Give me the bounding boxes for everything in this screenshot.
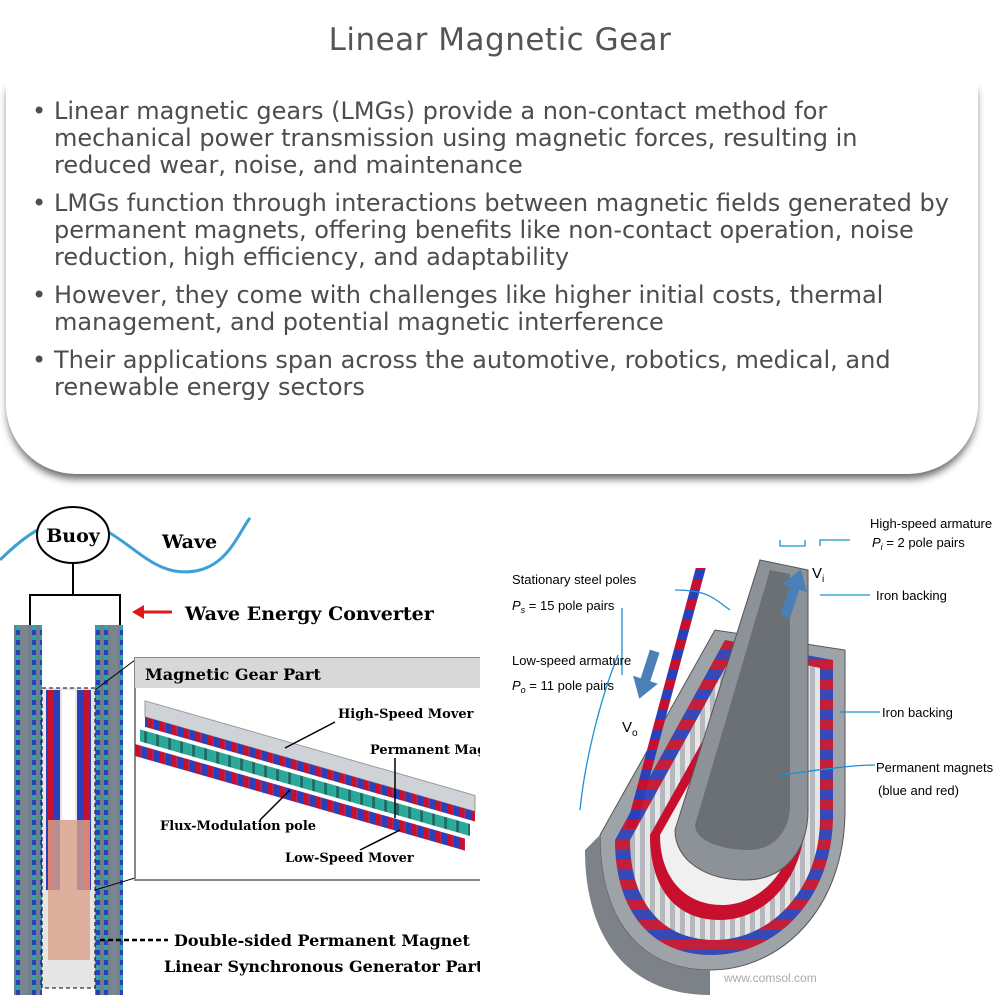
generator-label-line1: Double-sided Permanent Magnet [174,931,470,950]
high-speed-mover-label: High-Speed Mover [338,707,474,722]
high-speed-armature-label: High-speed armature [870,516,992,531]
magnetic-gear-part-label: Magnetic Gear Part [145,665,321,684]
low-speed-mover-label: Low-Speed Mover [285,851,414,866]
flux-modulation-pole-label: Flux-Modulation pole [160,819,316,834]
iron-backing-top-label: Iron backing [876,588,947,603]
permanent-magnet-label: Permanent Magnet [370,743,480,758]
low-speed-armature-label: Low-speed armature [512,653,631,668]
wave-energy-converter-figure: Buoy Wave Wave Energy Converter Magnetic… [0,506,480,995]
bullet-item: •Linear magnetic gears (LMGs) provide a … [30,98,960,179]
bullet-list: •Linear magnetic gears (LMGs) provide a … [30,98,960,412]
bullet-text: However, they come with challenges like … [54,281,884,336]
wave-energy-converter-label: Wave Energy Converter [184,603,435,625]
wave-label: Wave [161,531,217,553]
buoy-label: Buoy [46,525,101,547]
po-pole-pairs-label: Po = 11 pole pairs [512,678,614,695]
bullet-text: Linear magnetic gears (LMGs) provide a n… [54,97,858,179]
bullet-text: Their applications span across the autom… [54,346,891,401]
bullet-item: •Their applications span across the auto… [30,347,960,401]
iron-backing-mid-label: Iron backing [882,705,953,720]
stationary-steel-poles-label: Stationary steel poles [512,572,637,587]
page-title: Linear Magnetic Gear [328,22,672,58]
permanent-magnets-label: Permanent magnets [876,760,994,775]
vo-arrow [633,649,660,699]
source-credit: www.comsol.com [723,971,817,985]
vo-label: Vo [622,719,638,739]
arrow-head [132,605,144,619]
tubular-magnetic-gear-figure: Vi Vo High-speed armature Pi = 2 pole pa… [512,516,994,995]
bullet-dot: • [32,346,47,374]
generator-label-line2: Linear Synchronous Generator Part [164,957,480,976]
vi-arrow [780,569,807,619]
vi-label: Vi [812,565,824,585]
bullet-dot: • [32,189,47,217]
summary-card [6,80,978,474]
blue-and-red-label: (blue and red) [878,783,959,798]
bullet-text: LMGs function through interactions betwe… [54,189,949,271]
bullet-dot: • [32,281,47,309]
bullet-item: •LMGs function through interactions betw… [30,190,960,271]
pi-pole-pairs-label: Pi = 2 pole pairs [872,535,965,552]
bullet-item: •However, they come with challenges like… [30,282,960,336]
ps-pole-pairs-label: Ps = 15 pole pairs [512,598,615,615]
bullet-dot: • [32,97,47,125]
